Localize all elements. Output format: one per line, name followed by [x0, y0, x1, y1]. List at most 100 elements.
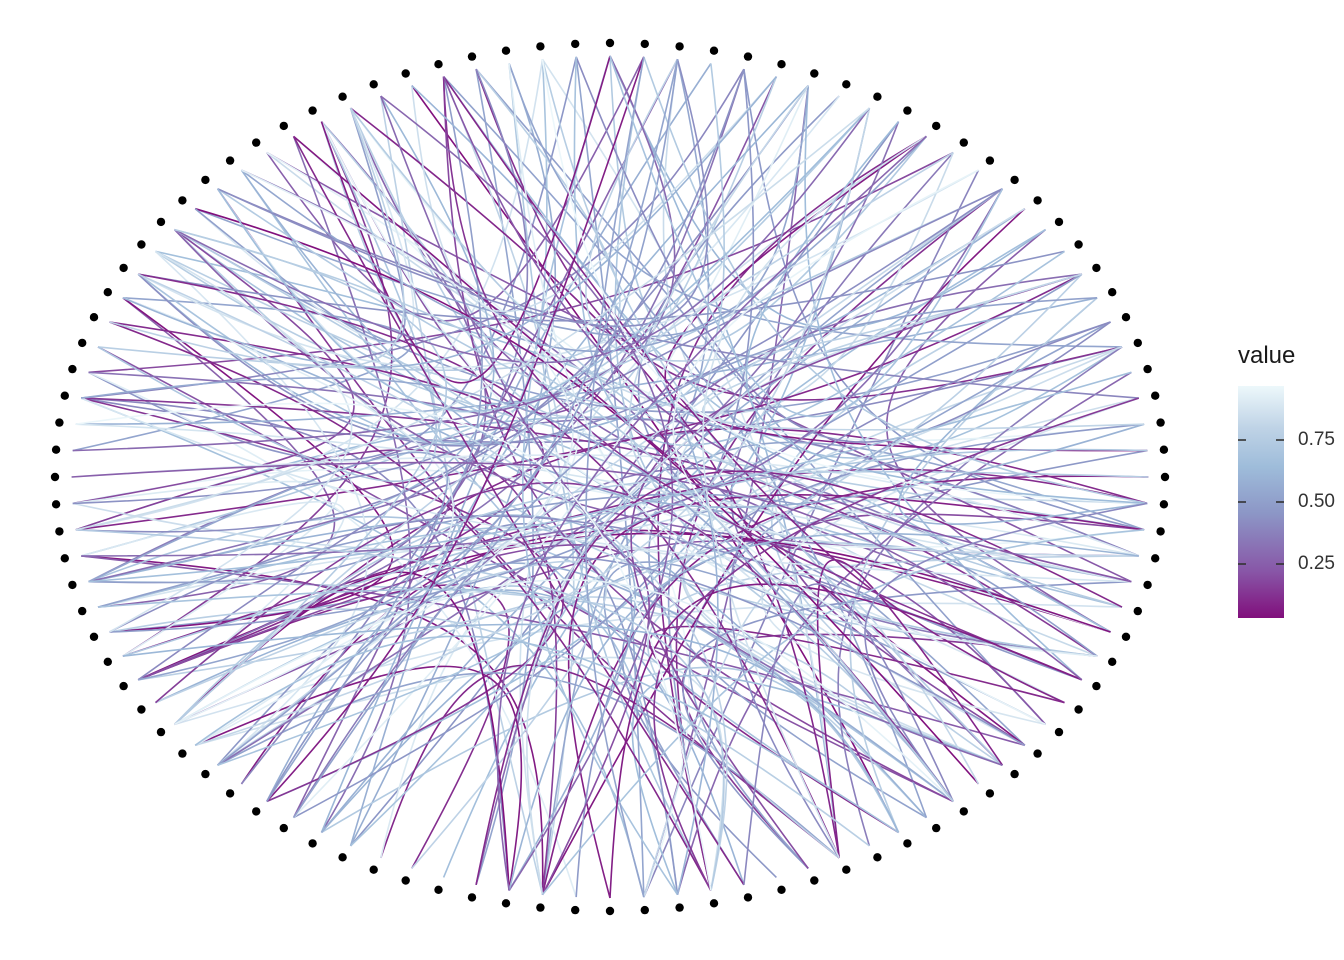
- edge: [88, 371, 1132, 583]
- node: [903, 839, 912, 848]
- node: [225, 156, 235, 165]
- edge: [80, 397, 645, 898]
- node: [252, 138, 261, 147]
- node: [985, 156, 995, 165]
- edge: [266, 562, 954, 803]
- node: [1010, 769, 1019, 779]
- edge: [72, 68, 745, 505]
- node: [501, 46, 511, 55]
- edge: [411, 85, 719, 895]
- edge: [526, 208, 1026, 895]
- edge: [137, 59, 548, 446]
- node: [959, 138, 968, 147]
- edge: [266, 107, 871, 803]
- node: [178, 196, 187, 205]
- edge: [688, 321, 1111, 869]
- edge: [109, 515, 1083, 681]
- node: [55, 418, 64, 427]
- edge: [240, 169, 899, 834]
- node: [434, 885, 443, 894]
- node: [842, 80, 851, 89]
- edge: [194, 85, 809, 338]
- node: [1033, 196, 1042, 205]
- edge: [349, 107, 1123, 608]
- edge: [320, 85, 809, 833]
- edge: [174, 578, 954, 802]
- node: [137, 240, 146, 249]
- edge: [702, 135, 927, 859]
- edge: [442, 76, 575, 895]
- node: [467, 893, 477, 902]
- node: [536, 903, 545, 912]
- node: [810, 876, 819, 885]
- edge: [174, 602, 1123, 726]
- node: [1159, 445, 1169, 454]
- edge: [88, 151, 954, 374]
- edge: [72, 480, 339, 657]
- node: [640, 905, 649, 915]
- node: [279, 121, 288, 131]
- edge: [743, 583, 954, 885]
- edge: [631, 674, 1003, 895]
- nodes-group: [50, 38, 1170, 916]
- edge: [508, 63, 1098, 657]
- edge: [71, 461, 1083, 681]
- node: [1108, 288, 1117, 297]
- node: [51, 445, 61, 454]
- legend-tick-0.50: 0.50: [1298, 491, 1335, 512]
- edge: [137, 188, 1003, 681]
- edge: [155, 121, 495, 382]
- edge: [508, 532, 1139, 891]
- edges-group: [71, 55, 1149, 899]
- edge: [97, 297, 336, 608]
- node: [89, 313, 99, 322]
- edge: [680, 346, 1123, 766]
- node: [369, 865, 378, 874]
- edge: [637, 95, 1083, 681]
- node: [903, 106, 912, 115]
- node: [1133, 338, 1143, 348]
- edge: [97, 588, 556, 766]
- edge: [442, 76, 1083, 681]
- edge: [216, 107, 870, 413]
- node: [68, 580, 77, 590]
- node: [60, 554, 69, 563]
- node: [501, 899, 511, 908]
- edge: [75, 529, 725, 891]
- node: [1159, 500, 1169, 509]
- edge: [380, 95, 1003, 766]
- node: [743, 893, 753, 902]
- legend: value 0.75 0.50 0.25: [1236, 342, 1344, 632]
- edge: [648, 188, 1003, 819]
- edge: [194, 169, 574, 747]
- node: [640, 39, 649, 49]
- edge: [174, 107, 871, 364]
- edge: [75, 107, 870, 531]
- node: [201, 175, 210, 185]
- edge: [292, 297, 1098, 819]
- edge: [864, 502, 1148, 802]
- node: [1160, 472, 1170, 482]
- edge: [75, 402, 712, 891]
- edge: [664, 135, 1148, 452]
- node: [279, 823, 288, 833]
- edge: [442, 76, 1132, 583]
- node: [1121, 313, 1131, 322]
- node: [55, 527, 64, 536]
- node: [1143, 364, 1152, 374]
- edge: [194, 107, 406, 343]
- node: [1156, 527, 1165, 536]
- edge: [88, 76, 483, 584]
- node: [338, 853, 347, 862]
- edge: [138, 59, 679, 681]
- legend-tick-0.25: 0.25: [1298, 553, 1335, 574]
- edge: [585, 56, 645, 898]
- node: [50, 472, 60, 482]
- node: [873, 853, 882, 862]
- edge: [567, 494, 1145, 899]
- node: [338, 92, 347, 101]
- edge: [137, 532, 1111, 681]
- node: [1033, 749, 1042, 758]
- edge: [575, 423, 1145, 898]
- edge: [653, 397, 1140, 891]
